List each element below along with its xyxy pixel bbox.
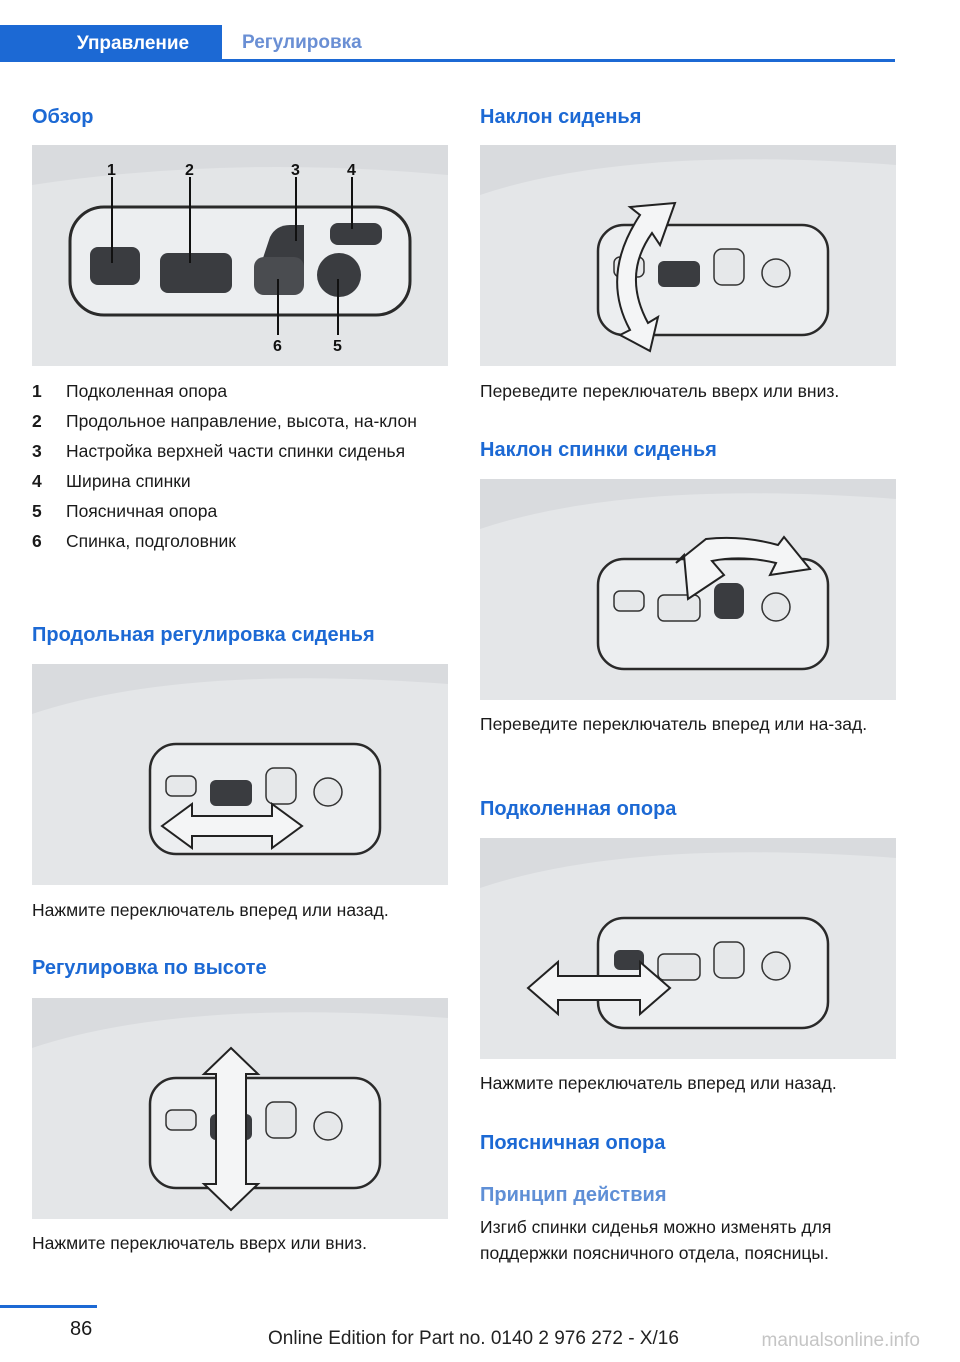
callout-5: 5 — [333, 338, 342, 355]
legend-text: Продольное направление, высота, на-клон — [66, 411, 417, 431]
height-adjustment-illustration — [32, 998, 448, 1219]
tilt-title: Наклон сиденья — [480, 106, 642, 128]
callout-1: 1 — [107, 162, 116, 179]
backrest-figure — [480, 479, 896, 700]
legend-text: Поясничная опора — [66, 501, 218, 521]
legend-number: 1 — [32, 381, 42, 401]
legend-item: 5 Поясничная опора — [32, 498, 448, 524]
edition-note: Online Edition for Part no. 0140 2 976 2… — [268, 1328, 679, 1349]
legend-item: 6 Спинка, подголовник — [32, 528, 448, 554]
overview-legend: 1 Подколенная опора 2 Продольное направл… — [32, 378, 448, 558]
knee-support-illustration — [480, 838, 896, 1059]
callout-2: 2 — [185, 162, 194, 179]
legend-number: 4 — [32, 471, 42, 491]
seat-controls-overview-illustration: 1 2 3 4 5 6 — [32, 145, 448, 366]
backrest-title: Наклон спинки сиденья — [480, 439, 717, 461]
backrest-text: Переведите переключатель вперед или на-з… — [480, 714, 868, 734]
legend-item: 3 Настройка верхней части спинки сиденья — [32, 438, 448, 464]
longitudinal-adjustment-illustration — [32, 664, 448, 885]
lumbar-text: Изгиб спинки сиденья можно изменять для … — [480, 1217, 832, 1263]
knee-title: Подколенная опора — [480, 798, 677, 820]
tilt-text: Переведите переключатель вверх или вниз. — [480, 381, 840, 401]
legend-number: 6 — [32, 531, 42, 551]
longitudinal-text: Нажмите переключатель вперед или назад. — [32, 900, 389, 920]
legend-item: 1 Подколенная опора — [32, 378, 448, 404]
callout-4: 4 — [347, 162, 356, 179]
tab-control[interactable]: Управление — [0, 25, 222, 62]
legend-number: 2 — [32, 411, 42, 431]
tilt-figure — [480, 145, 896, 366]
height-text: Нажмите переключатель вверх или вниз. — [32, 1233, 367, 1253]
legend-number: 3 — [32, 441, 42, 461]
height-title: Регулировка по высоте — [32, 957, 267, 979]
longitudinal-title: Продольная регулировка сиденья — [32, 624, 375, 646]
callout-3: 3 — [291, 162, 300, 179]
overview-figure: 1 2 3 4 5 6 — [32, 145, 448, 366]
knee-text: Нажмите переключатель вперед или назад. — [480, 1073, 837, 1093]
callout-6: 6 — [273, 338, 282, 355]
overview-title: Обзор — [32, 106, 94, 128]
seat-tilt-illustration — [480, 145, 896, 366]
footer-divider — [0, 1305, 97, 1308]
legend-text: Подколенная опора — [66, 381, 228, 401]
knee-figure — [480, 838, 896, 1059]
legend-text: Спинка, подголовник — [66, 531, 236, 551]
tab-adjustment[interactable]: Регулировка — [222, 25, 895, 62]
legend-item: 4 Ширина спинки — [32, 468, 448, 494]
longitudinal-figure — [32, 664, 448, 885]
backrest-tilt-illustration — [480, 479, 896, 700]
header-tabs: Управление Регулировка — [0, 25, 895, 62]
legend-item: 2 Продольное направление, высота, на-кло… — [32, 408, 448, 434]
legend-text: Настройка верхней части спинки сиденья — [66, 441, 406, 461]
watermark: manualsonline.info — [761, 1330, 920, 1351]
legend-number: 5 — [32, 501, 42, 521]
legend-text: Ширина спинки — [66, 471, 191, 491]
height-figure — [32, 998, 448, 1219]
lumbar-title: Поясничная опора — [480, 1132, 666, 1154]
lumbar-subtitle: Принцип действия — [480, 1184, 667, 1206]
page-number: 86 — [70, 1318, 93, 1340]
